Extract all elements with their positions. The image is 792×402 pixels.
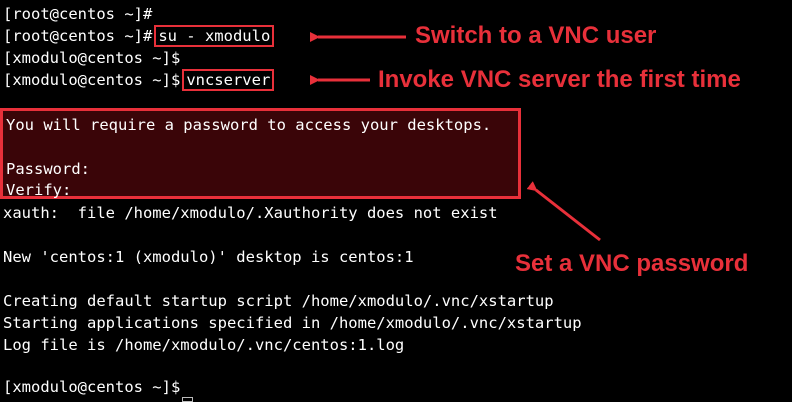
annotation-invoke-vnc: Invoke VNC server the first time: [378, 66, 741, 93]
su-command: su - xmodulo: [154, 25, 275, 47]
terminal-line: [xmodulo@centos ~]$: [3, 47, 180, 69]
terminal-cursor: [182, 397, 194, 402]
terminal-line: [xmodulo@centos ~]$: [3, 376, 194, 402]
terminal-line: [xmodulo@centos ~]$vncserver: [3, 69, 275, 91]
terminal-line: [root@centos ~]#: [3, 3, 152, 25]
prompt: [xmodulo@centos ~]$: [3, 49, 181, 67]
password-prompt-highlight: You will require a password to access yo…: [0, 108, 521, 199]
output-line: You will require a password to access yo…: [6, 116, 492, 134]
prompt: [xmodulo@centos ~]$: [3, 71, 181, 89]
annotation-switch-user: Switch to a VNC user: [415, 22, 657, 49]
prompt: [root@centos ~]#: [3, 5, 153, 23]
password-prompt: Password:: [6, 160, 90, 178]
terminal-line: [root@centos ~]#su - xmodulo: [3, 25, 275, 47]
terminal-line: Starting applications specified in /home…: [3, 314, 582, 332]
terminal-line: xauth: file /home/xmodulo/.Xauthority do…: [3, 204, 498, 222]
terminal-line: Log file is /home/xmodulo/.vnc/centos:1.…: [3, 336, 405, 354]
prompt: [xmodulo@centos ~]$: [3, 378, 181, 396]
prompt: [root@centos ~]#: [3, 27, 153, 45]
terminal-line: Creating default startup script /home/xm…: [3, 292, 554, 310]
annotation-set-password: Set a VNC password: [515, 250, 749, 277]
terminal-line: New 'centos:1 (xmodulo)' desktop is cent…: [3, 248, 414, 266]
verify-prompt: Verify:: [6, 181, 72, 199]
vncserver-command: vncserver: [182, 69, 275, 91]
